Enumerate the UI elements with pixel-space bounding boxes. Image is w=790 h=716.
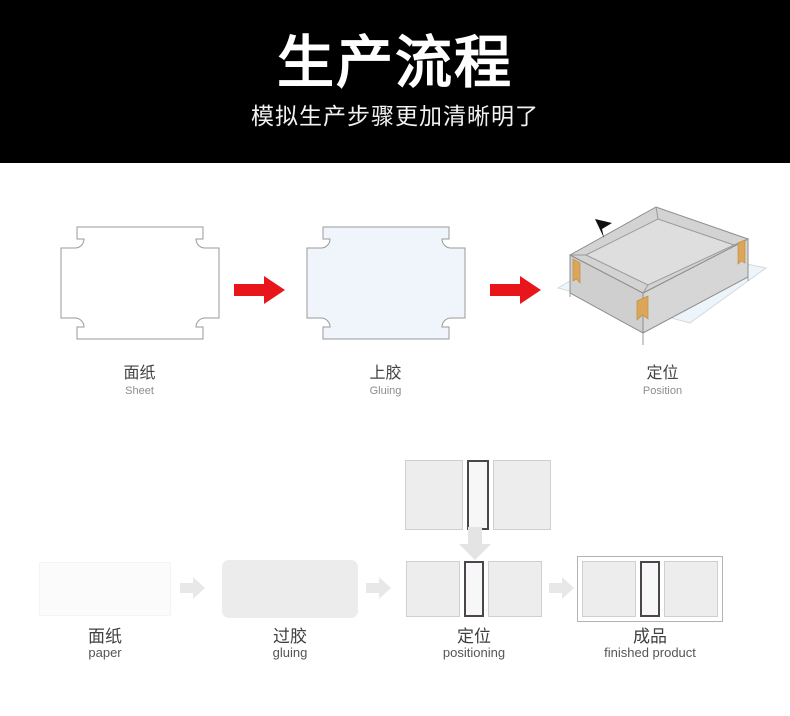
flow-item-positioning-label-en: positioning	[442, 645, 506, 660]
step-sheet-label-cn: 面纸	[123, 365, 156, 382]
step-sheet-caption: 面纸 Sheet	[42, 364, 237, 399]
three-panel-group-icon	[404, 558, 544, 620]
panel-spine	[640, 561, 660, 617]
arrow-right-icon	[234, 275, 286, 305]
flow-item-paper: 面纸 paper	[36, 558, 174, 660]
step-gluing-label-cn: 上胶	[369, 365, 402, 382]
arrow-right-icon	[549, 576, 575, 600]
arrow-right-icon	[490, 275, 542, 305]
arrow-right-icon	[180, 576, 206, 600]
panel-left	[582, 561, 636, 617]
page-title: 生产流程	[277, 30, 513, 95]
blank-paper-rect-icon	[36, 558, 174, 620]
step-position-label-en: Position	[642, 385, 683, 397]
panel-right	[664, 561, 718, 617]
page-subtitle: 模拟生产步骤更加清晰明了	[251, 102, 539, 129]
flow-item-gluing-caption: 过胶 gluing	[220, 628, 360, 660]
step-position-label-cn: 定位	[646, 365, 679, 382]
flow-item-positioning: 定位 positioning	[404, 558, 544, 660]
step-gluing-label-en: Gluing	[369, 385, 402, 397]
die-cut-sheet-outline-icon	[42, 208, 237, 358]
rounded-gray-rect-icon	[220, 558, 360, 620]
flow-item-gluing-label-cn: 过胶	[273, 627, 307, 646]
flow-item-positioning-label-cn: 定位	[457, 627, 491, 646]
flow-item-finished-label-en: finished product	[604, 645, 696, 660]
die-cut-sheet-glued-icon	[288, 208, 483, 358]
flow-item-positioning-caption: 定位 positioning	[404, 628, 544, 660]
panel-spine	[464, 561, 484, 617]
step-sheet: 面纸 Sheet	[42, 208, 237, 399]
bottom-flow-row: 面纸 paper 过胶 gluing	[0, 556, 790, 678]
step-position-caption: 定位 Position	[545, 364, 780, 399]
step-gluing-caption: 上胶 Gluing	[288, 364, 483, 399]
three-panel-group-wrapped-icon	[577, 556, 723, 622]
panel-left	[406, 561, 460, 617]
flow-item-paper-label-en: paper	[88, 645, 122, 660]
panel-right	[488, 561, 542, 617]
isometric-box-on-sheet-icon	[545, 193, 780, 358]
bottom-process-section: 面纸 paper 过胶 gluing	[0, 408, 790, 716]
arrow-down-icon	[458, 527, 492, 561]
flow-item-gluing: 过胶 gluing	[220, 558, 360, 660]
flow-item-finished: 成品 finished product	[577, 556, 723, 660]
step-sheet-label-en: Sheet	[125, 385, 154, 397]
panel-assembly-top	[405, 460, 551, 530]
top-process-row: 面纸 Sheet 上胶 Gluing	[0, 163, 790, 408]
flow-item-paper-caption: 面纸 paper	[36, 628, 174, 660]
flow-item-paper-label-cn: 面纸	[88, 627, 122, 646]
panel-right	[493, 460, 551, 530]
panel-spine	[467, 460, 489, 530]
step-position: 定位 Position	[545, 193, 780, 399]
flow-item-finished-caption: 成品 finished product	[578, 628, 722, 660]
flow-item-finished-label-cn: 成品	[633, 627, 667, 646]
arrow-right-icon	[366, 576, 392, 600]
page-header: 生产流程 模拟生产步骤更加清晰明了	[0, 0, 790, 163]
flow-item-gluing-label-en: gluing	[272, 645, 308, 660]
panel-left	[405, 460, 463, 530]
step-gluing: 上胶 Gluing	[288, 208, 483, 399]
